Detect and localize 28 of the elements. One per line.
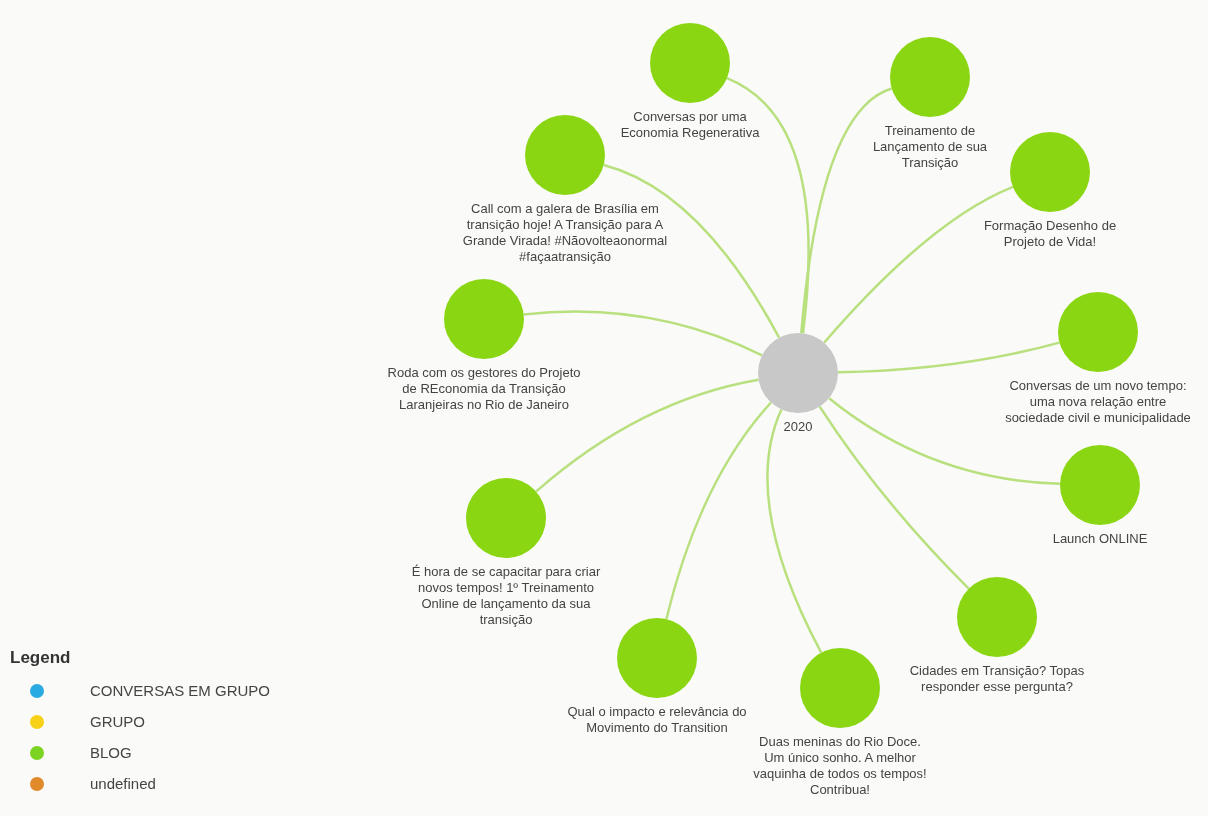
legend-title: Legend (10, 648, 71, 668)
connector-line (523, 310, 763, 357)
legend-label: undefined (90, 775, 156, 792)
connector-line (837, 341, 1060, 374)
node-label: Conversas por uma Economia Regenerativa (619, 109, 761, 141)
connector-line (603, 163, 781, 339)
node-label: Formação Desenho de Projeto de Vida! (982, 218, 1118, 250)
connector-line (766, 408, 823, 654)
node-label: Duas meninas do Rio Doce. Um único sonho. A melhor vaquinha de todos os tempos! Contribua! (752, 734, 928, 798)
node-label: Conversas de um novo tempo: uma nova relação entre sociedade civil e municipalidade (1004, 378, 1192, 426)
node-label: Roda com os gestores do Projeto de REconomia da Transição Laranjeiras no Rio de Janeiro (386, 365, 582, 413)
legend-label: BLOG (90, 744, 132, 761)
connector-line (665, 401, 772, 620)
connector-line (535, 378, 759, 493)
connector-line (828, 397, 1061, 486)
node-label: Treinamento de Lançamento de sua Transição (871, 123, 989, 171)
connector-line (818, 405, 970, 590)
node-label: Launch ONLINE (1052, 531, 1148, 547)
legend-label: CONVERSAS EM GRUPO (90, 682, 271, 699)
connector-line (800, 87, 893, 334)
connector-line (823, 185, 1014, 344)
legend-label: GRUPO (90, 713, 145, 730)
connector-line (726, 77, 810, 334)
node-label: É hora de se capacitar para criar novos tempos! 1º Treinamento Online de lançamento da sua transição (410, 564, 602, 628)
node-label: Qual o impacto e relevância do Movimento do Transition (566, 704, 748, 736)
node-label: 2020 (783, 419, 813, 435)
node-label: Cidades em Transição? Topas responder esse pergunta? (908, 663, 1086, 695)
node-label: Call com a galera de Brasília em transição hoje! A Transição para A Grande Virada! #Nãovolteaonormal #façaatransição (461, 201, 669, 265)
